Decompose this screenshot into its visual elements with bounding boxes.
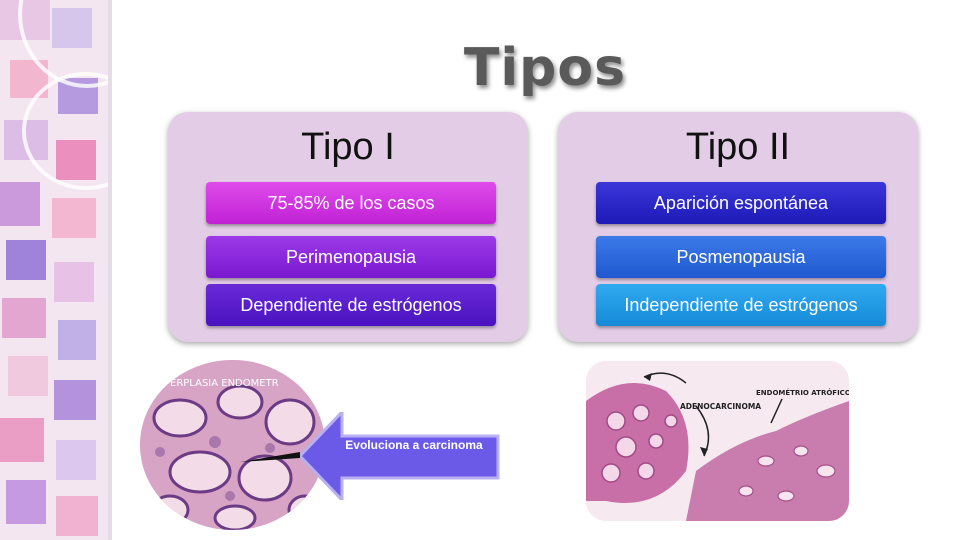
type1-item-estrogen: Dependiente de estrógenos — [206, 284, 496, 326]
decor-square — [52, 198, 96, 238]
sidebar-divider — [108, 0, 112, 540]
type1-item-cases: 75-85% de los casos — [206, 182, 496, 224]
type2-item-postmenopause: Posmenopausia — [596, 236, 886, 278]
decor-square — [56, 496, 98, 536]
type1-heading: Tipo I — [301, 126, 395, 168]
decor-square — [54, 262, 94, 302]
type2-panel: Tipo II Aparición espontánea Posmenopaus… — [558, 112, 918, 342]
type2-heading: Tipo II — [685, 126, 791, 168]
slide-title: Tipos — [463, 38, 627, 98]
type1-item-perimenopause: Perimenopausia — [206, 236, 496, 278]
decor-square — [54, 380, 96, 420]
decor-square — [56, 440, 96, 480]
hyperplasia-label: ERPLASIA ENDOMETR — [170, 378, 279, 389]
decor-square — [0, 418, 44, 462]
adenocarcinoma-label: ADENOCARCINOMA — [680, 402, 761, 411]
decor-square — [8, 356, 48, 396]
decor-square — [0, 182, 40, 226]
type1-panel: Tipo I 75-85% de los casos Perimenopausi… — [168, 112, 528, 342]
atrophic-endometrium-label: ENDOMÉTRIO ATRÓFICO — [756, 388, 849, 397]
adenocarcinoma-illustration: ADENOCARCINOMA ENDOMÉTRIO ATRÓFICO — [586, 361, 849, 521]
hyperplasia-illustration: ERPLASIA ENDOMETR — [140, 360, 325, 530]
adenocarcinoma-histology-image: ADENOCARCINOMA ENDOMÉTRIO ATRÓFICO — [586, 361, 849, 521]
decor-square — [6, 240, 46, 280]
hyperplasia-histology-image: ERPLASIA ENDOMETR — [140, 360, 325, 530]
evolution-arrow — [300, 412, 500, 500]
decor-square — [2, 298, 46, 338]
type2-item-estrogen-independent: Independiente de estrógenos — [596, 284, 886, 326]
type2-item-spontaneous: Aparición espontánea — [596, 182, 886, 224]
decor-square — [6, 480, 46, 524]
evolution-arrow-text: Evoluciona a carcinoma — [345, 438, 483, 452]
decor-square — [58, 320, 96, 360]
decorative-sidebar — [0, 0, 108, 540]
